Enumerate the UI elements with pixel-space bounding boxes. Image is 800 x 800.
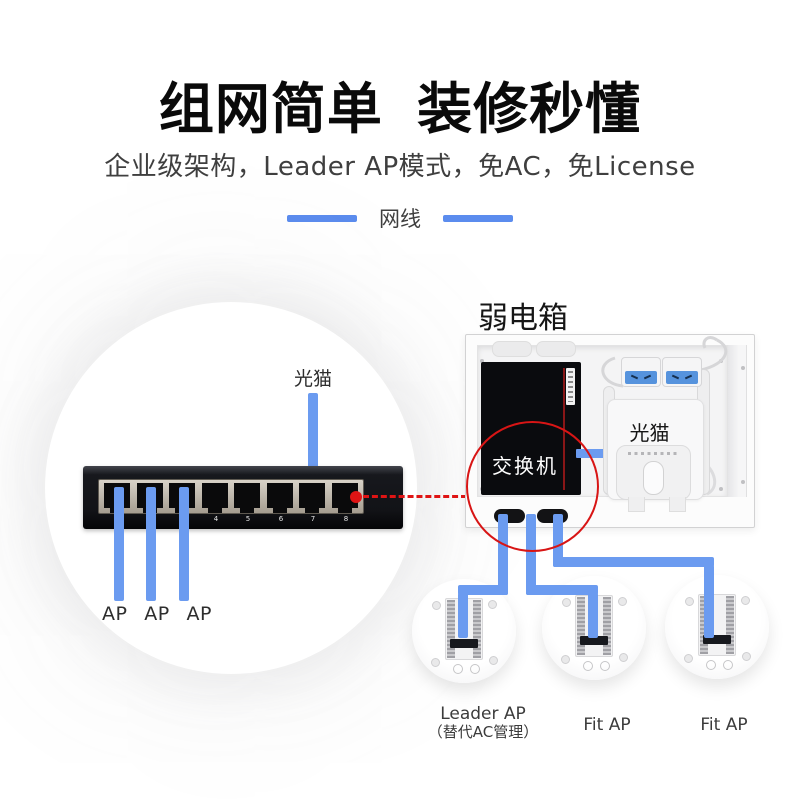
- cable-legend: 网线: [0, 203, 800, 233]
- port-number: 8: [343, 515, 349, 523]
- highlight-ring: [466, 421, 599, 552]
- ap-marking: [723, 660, 733, 670]
- screw: [741, 366, 745, 370]
- enclosure-modem-label: 光猫: [629, 421, 670, 445]
- ap-cable-label: AP: [144, 603, 170, 625]
- modem-cable-label: 光猫: [293, 368, 332, 390]
- ap-rail: [726, 596, 734, 654]
- ap-screw: [562, 598, 571, 607]
- uplink-dashed-callout: [363, 495, 467, 498]
- ap-port-connector: [450, 639, 478, 648]
- ap-cable-label: AP: [186, 603, 212, 625]
- ap-screw: [619, 653, 628, 662]
- leader-ap-subtitle: （替代AC管理）: [427, 723, 539, 742]
- ceiling-ap-fit-2: [665, 575, 769, 679]
- drop-cable-leader: [458, 585, 508, 595]
- ap-port-connector: [580, 636, 608, 645]
- ap-marking: [470, 664, 480, 674]
- ap-rail: [447, 600, 455, 658]
- power-socket: [662, 357, 702, 387]
- socket-outlet: [666, 371, 698, 384]
- uplink-port-dot: [350, 491, 362, 503]
- ap-port-connector: [703, 635, 731, 644]
- ap-rail: [473, 600, 481, 658]
- ap-screw: [431, 658, 440, 667]
- fit-ap-caption-1: Fit AP: [557, 715, 657, 735]
- cable-swatch-right: [443, 214, 513, 222]
- rj45-port-5: [234, 483, 261, 513]
- ap-cable-label: AP: [102, 603, 128, 625]
- power-socket: [621, 357, 661, 387]
- port-number: 6: [278, 515, 284, 523]
- port-number: 4: [213, 515, 219, 523]
- modem-leg: [628, 497, 645, 512]
- drop-cable-fit-2: [704, 565, 714, 638]
- ap-screw: [432, 601, 441, 610]
- drop-cable-leader: [498, 514, 508, 595]
- modem-slot: [643, 461, 664, 495]
- ap-marking: [453, 664, 463, 674]
- page-subtitle: 企业级架构，Leader AP模式，免AC，免License: [104, 152, 696, 182]
- screw: [741, 480, 745, 484]
- modem-led-row: [628, 452, 678, 455]
- fit-ap-name: Fit AP: [700, 715, 748, 735]
- ap-marking: [583, 661, 593, 671]
- leader-ap-name: Leader AP: [440, 704, 526, 724]
- enclosure-side-wall: [728, 345, 747, 497]
- rj45-port-6: [266, 483, 293, 513]
- cable-swatch-left: [287, 214, 357, 222]
- port-number: 5: [245, 515, 251, 523]
- fit-ap-caption-2: Fit AP: [674, 715, 774, 735]
- ap-cable-3: [179, 487, 189, 601]
- screw: [480, 359, 484, 363]
- loose-cables-decoration: [601, 336, 728, 496]
- switch-port-bezel: [98, 479, 364, 514]
- ap-screw: [742, 652, 751, 661]
- ap-screw: [488, 600, 497, 609]
- ap-rail: [603, 597, 611, 655]
- legend-label: 网线: [379, 207, 421, 231]
- drop-cable-fit-2: [553, 557, 714, 567]
- ap-cable-2: [146, 487, 156, 601]
- fit-ap-name: Fit AP: [583, 715, 631, 735]
- ap-cable-labels: AP AP AP: [102, 603, 212, 625]
- enclosure-title: 弱电箱: [478, 301, 568, 336]
- ap-cable-1: [114, 487, 124, 601]
- modem-leg: [669, 497, 686, 512]
- drop-cable-fit-1: [526, 514, 536, 595]
- modem-uplink-cable: [308, 393, 318, 503]
- enclosure-top-cutout: [492, 341, 532, 357]
- modem-mount-plate: [616, 445, 691, 500]
- drop-cable-fit-1: [588, 593, 598, 638]
- leader-ap-caption: Leader AP （替代AC管理）: [408, 704, 558, 742]
- screw: [719, 487, 723, 491]
- ap-screw: [489, 656, 498, 665]
- ap-screw: [741, 596, 750, 605]
- switch-sticker: [566, 368, 575, 405]
- enclosure-top-cutout: [536, 341, 576, 357]
- switch-modem-cable: [576, 449, 611, 458]
- ap-screw: [685, 597, 694, 606]
- rj45-port-4: [201, 483, 228, 513]
- page-title: 组网简单 装修秒懂: [158, 77, 642, 141]
- rj45-port-7: [299, 483, 326, 513]
- drop-cable-leader: [458, 593, 468, 638]
- ap-screw: [684, 654, 693, 663]
- socket-outlet: [625, 371, 657, 384]
- ap-marking: [600, 661, 610, 671]
- ap-screw: [561, 655, 570, 664]
- ap-rail: [577, 597, 585, 655]
- ap-marking: [706, 660, 716, 670]
- drop-cable-fit-1: [526, 585, 598, 595]
- port-number: 7: [310, 515, 316, 523]
- ap-screw: [618, 597, 627, 606]
